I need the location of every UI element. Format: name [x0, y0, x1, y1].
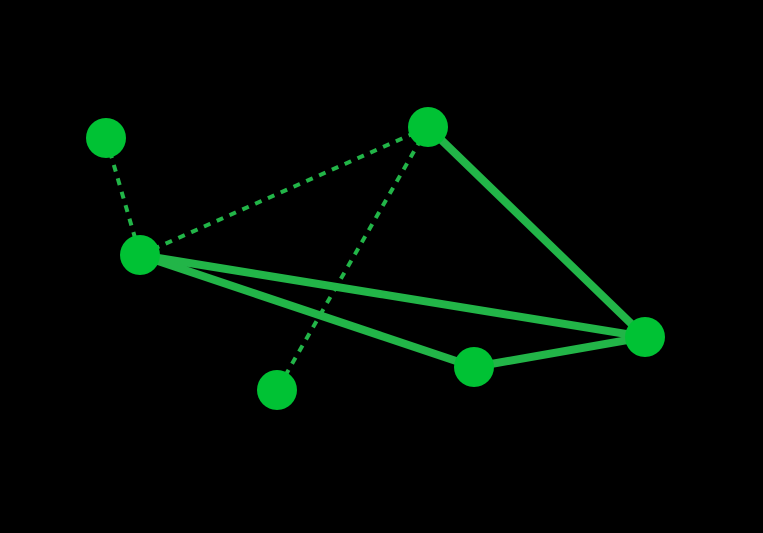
edge-C-E-solid: [425, 124, 648, 340]
edge-F-E-solid: [473, 333, 646, 371]
edge-B-E-solid: [139, 251, 646, 341]
edges-layer: [104, 124, 648, 391]
edge-B-C-dotted: [139, 125, 429, 257]
node-F: [454, 347, 494, 387]
node-A: [86, 118, 126, 158]
edge-B-F-solid: [138, 251, 476, 371]
nodes-layer: [86, 107, 665, 410]
edge-C-D-dotted: [275, 126, 430, 391]
node-D: [257, 370, 297, 410]
edge-A-B-dotted: [104, 137, 142, 256]
node-E: [625, 317, 665, 357]
node-C: [408, 107, 448, 147]
node-B: [120, 235, 160, 275]
